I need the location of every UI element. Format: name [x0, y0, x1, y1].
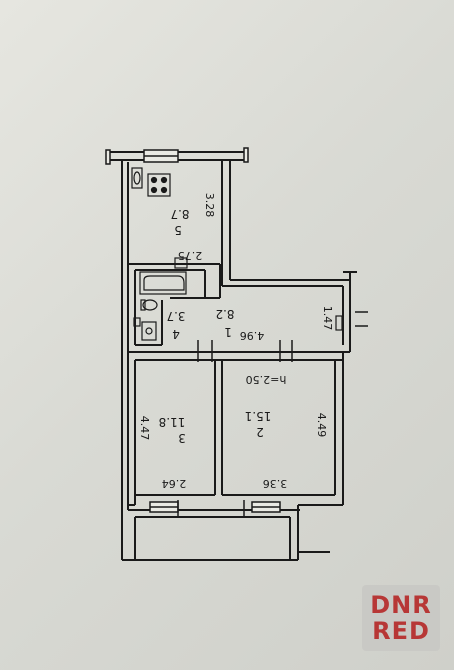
hallway-number: 1 [224, 325, 232, 339]
doors [177, 311, 368, 518]
watermark-logo: DNR RED [362, 585, 440, 651]
hallway-area: 8.2 [215, 307, 234, 321]
ceiling-height: h=2.50 [246, 373, 287, 386]
bathroom-labels: 3.7 4 [166, 309, 185, 341]
bathroom-number: 4 [172, 327, 180, 341]
room2-labels: h=2.50 15.1 2 4.49 3.36 [245, 373, 328, 490]
kitchen-area: 8.7 [170, 207, 189, 221]
kitchen-width: 2.75 [178, 249, 203, 262]
watermark-line1: DNR [370, 591, 432, 619]
windows [105, 147, 281, 513]
bathtub-icon [139, 257, 188, 295]
room2-area: 15.1 [245, 409, 272, 423]
room3-length: 4.47 [138, 416, 151, 441]
washbasin-icon [141, 321, 157, 341]
room2-width: 3.36 [263, 477, 288, 490]
bathroom-area: 3.7 [166, 309, 185, 323]
sink-icon [131, 167, 143, 189]
hallway-length: 4.96 [240, 329, 265, 342]
kitchen-length: 3.28 [203, 193, 216, 218]
radiator-icon [133, 315, 343, 331]
room3-width: 2.64 [162, 477, 187, 490]
room3-labels: 11.8 3 4.47 2.64 [138, 415, 186, 490]
room2-length: 4.49 [315, 413, 328, 438]
walls [108, 151, 357, 561]
hallway-labels: 8.2 1 4.96 1.47 [215, 306, 334, 342]
toilet-icon [140, 299, 158, 311]
kitchen-number: 5 [174, 223, 182, 237]
stove-icon [147, 173, 171, 197]
watermark-line2: RED [372, 617, 430, 645]
hallway-width: 1.47 [321, 306, 334, 331]
room3-number: 3 [178, 431, 186, 445]
room3-area: 11.8 [159, 415, 186, 429]
room2-number: 2 [256, 425, 264, 439]
kitchen-labels: 8.7 5 3.28 2.75 [170, 193, 216, 262]
